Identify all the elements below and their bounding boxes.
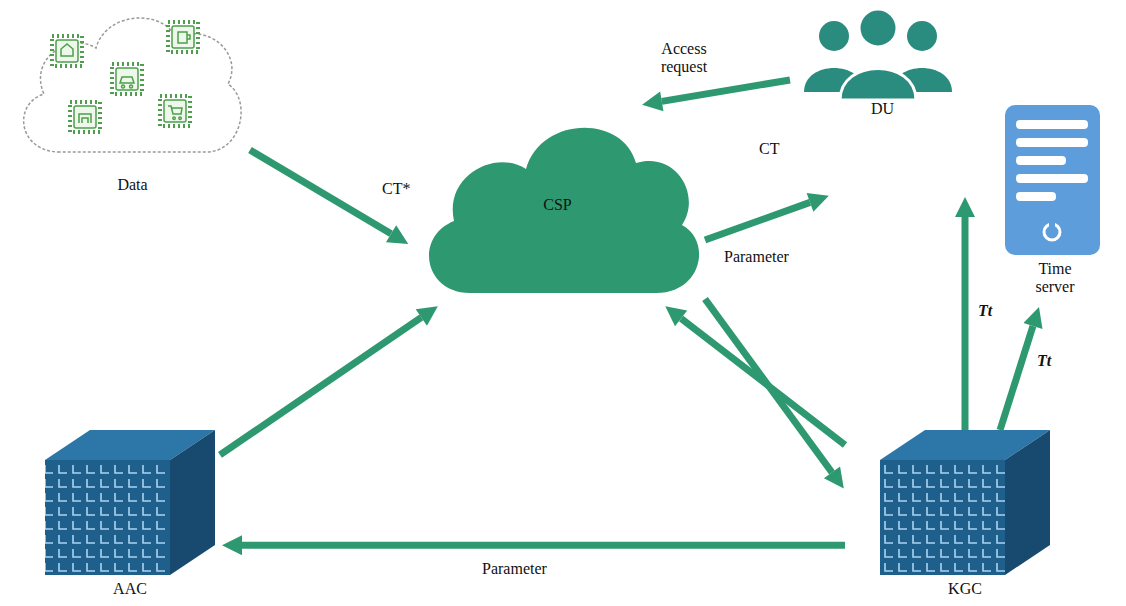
device-chips-part-part — [160, 96, 190, 126]
icon-node: AAC — [40, 430, 220, 602]
device-chips-part-part — [70, 102, 100, 132]
users-icon-part — [907, 21, 937, 51]
edge-label: Tt — [976, 302, 994, 320]
icon-node: DU — [790, 0, 975, 195]
kgc-building — [880, 430, 1050, 575]
node-label: Data — [117, 176, 147, 194]
edge-label-box: Tt — [1035, 352, 1053, 370]
arrow-connector — [1000, 326, 1033, 430]
device-chips-part-part — [172, 26, 194, 48]
arrow-connector — [250, 150, 391, 234]
edge-label-box: Parameter — [480, 560, 549, 578]
device-chips-part-part — [168, 106, 182, 119]
device-chips-part-part — [168, 22, 198, 52]
edge-label: Tt — [1035, 352, 1053, 370]
aac-building-part — [170, 430, 215, 575]
arrow-connector — [242, 542, 845, 549]
edge-label-box: Parameter — [722, 248, 791, 266]
cloud-node: CSP — [410, 105, 705, 305]
time-server-icon — [1005, 105, 1100, 255]
device-chips-part-part — [56, 40, 78, 62]
arrow-connector — [705, 299, 832, 472]
users-icon-part — [859, 9, 897, 47]
time-server-icon-part — [1016, 192, 1056, 201]
device-chips-part-part — [61, 44, 73, 56]
users-icon-part — [819, 21, 849, 51]
edge-label: Parameter — [722, 248, 791, 266]
users-icon — [804, 9, 952, 100]
cloud-outline — [429, 128, 699, 293]
node-label: DU — [871, 100, 894, 118]
kgc-building-part — [1005, 430, 1050, 575]
device-chips-part-part — [178, 32, 190, 43]
kgc-building-part — [880, 460, 1005, 575]
time-server-icon-part — [1016, 138, 1088, 147]
data-cloud — [24, 18, 241, 152]
time-server-icon-part — [1016, 156, 1066, 165]
edge-label-box: CT — [757, 140, 781, 158]
time-server-icon-part — [1049, 222, 1055, 228]
edge-label: Access request — [646, 40, 722, 76]
device-chips-part-part — [116, 68, 138, 90]
icon-node: KGC — [845, 430, 1085, 602]
device-chips-part — [168, 22, 198, 52]
time-server-icon-part — [1016, 120, 1088, 129]
arrow-connector — [220, 317, 421, 455]
edge-label-box: Tt — [976, 302, 994, 320]
node-label: KGC — [948, 580, 982, 598]
edge-label: CT — [757, 140, 781, 158]
device-chips-part — [70, 102, 100, 132]
aac-building-part — [45, 460, 170, 575]
device-chips-part — [112, 64, 142, 94]
device-chips-part-part — [52, 36, 82, 66]
device-chips-part — [160, 96, 190, 126]
data-cloud-part — [24, 18, 241, 152]
device-chips-part-part — [74, 106, 96, 128]
node-label: Time server — [1025, 260, 1085, 296]
edge-label: CT* — [380, 180, 412, 198]
icon-node: Data — [15, 0, 250, 200]
device-chips-part-part — [112, 64, 142, 94]
edge-label: Parameter — [480, 560, 549, 578]
node-label: CSP — [543, 196, 571, 214]
edge-label-box: CT* — [380, 180, 412, 198]
time-server-icon-part — [1005, 105, 1100, 255]
device-chips-part-part — [79, 114, 91, 123]
arrow-connector — [962, 217, 969, 430]
users-icon-part — [840, 69, 916, 101]
aac-building — [45, 430, 215, 575]
device-chips — [52, 22, 198, 132]
arrow-connector — [662, 80, 790, 101]
device-chips-part-part — [120, 77, 134, 88]
node-label: AAC — [113, 580, 147, 598]
aac-building-part — [45, 460, 170, 575]
arrow-connector — [705, 202, 810, 240]
edge-label-box: Access request — [646, 40, 722, 76]
icon-node: Time server — [1000, 100, 1110, 305]
device-chips-part-part — [164, 100, 186, 122]
device-chips-part — [52, 36, 82, 66]
kgc-building-part — [880, 460, 1005, 575]
time-server-icon-part — [1016, 174, 1088, 183]
